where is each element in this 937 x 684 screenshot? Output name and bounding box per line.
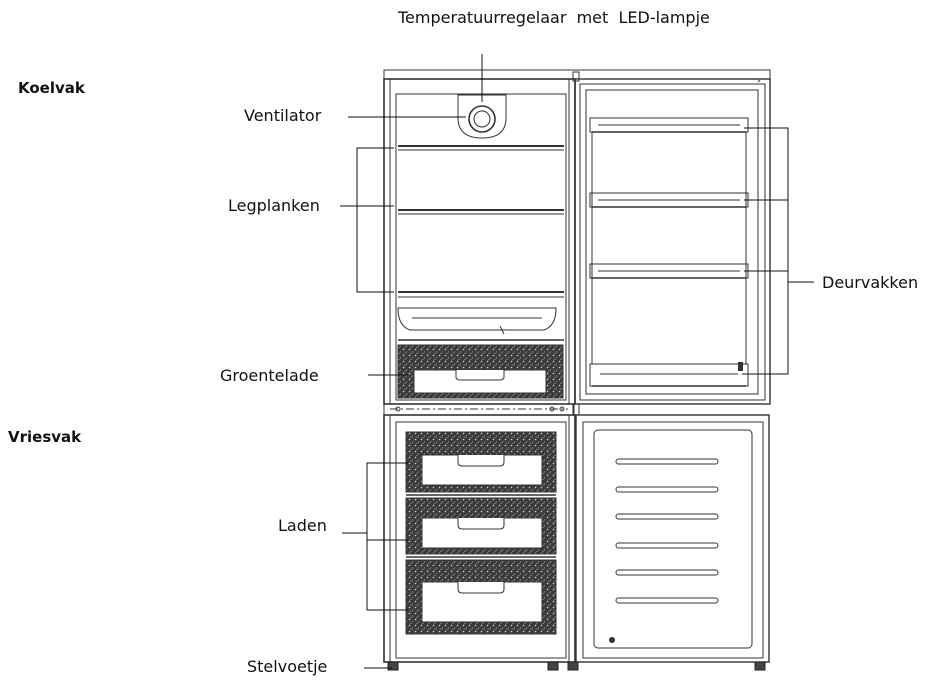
shelf-2: [398, 209, 564, 215]
adjustable-feet-label: Stelvoetje: [247, 657, 328, 676]
door-rack-3: [589, 263, 749, 279]
shelf-3: [398, 291, 564, 298]
leader-shelves: [340, 147, 394, 293]
freezer-body: [383, 414, 576, 663]
freezer-drawer-1: [405, 431, 557, 493]
drawers-label: Laden: [278, 516, 327, 535]
crisper-drawer-label: Groentelade: [220, 366, 319, 385]
crisper-cover: [397, 307, 557, 331]
freezer-door-ribs: [615, 458, 719, 604]
leader-door-racks: [742, 127, 814, 375]
fridge-door: [574, 78, 771, 405]
middle-divider: [383, 403, 575, 416]
door-rack-1: [589, 117, 749, 133]
freezer-section-label: Vriesvak: [8, 428, 82, 446]
freezer-drawer-3: [405, 559, 557, 635]
fridge-liner: [395, 93, 567, 401]
shelves-label: Legplanken: [228, 196, 320, 215]
shelf-1: [398, 145, 564, 151]
fan-housing: [457, 94, 507, 139]
door-racks-label: Deurvakken: [822, 273, 919, 292]
top-cap: [383, 69, 771, 80]
fan-icon: [468, 105, 496, 133]
fan-label: Ventilator: [244, 106, 322, 125]
freezer-drawer-2: [405, 497, 557, 555]
door-rack-4: [589, 363, 749, 387]
adjustable-feet: [387, 661, 766, 671]
fridge-section-label: Koelvak: [18, 79, 85, 97]
freezer-door: [575, 414, 770, 663]
leader-drawers: [342, 462, 408, 611]
door-rack-2: [589, 192, 749, 208]
temperature-control-label: Temperatuurregelaar met LED-lampje: [398, 8, 710, 27]
